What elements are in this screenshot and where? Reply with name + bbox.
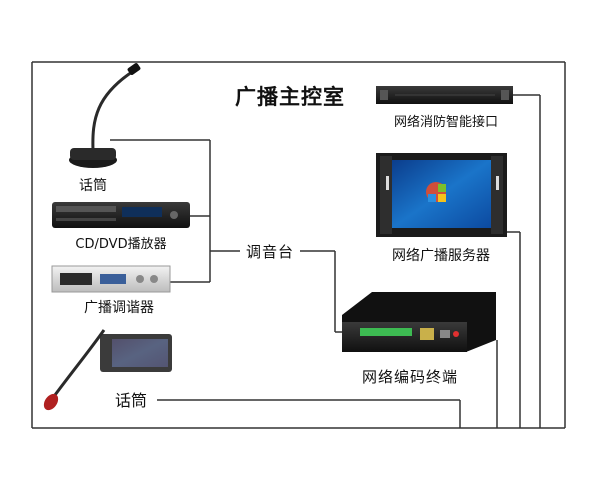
encoder-label: 网络编码终端: [362, 368, 458, 386]
handheld-microphone-with-screen-icon: [41, 330, 172, 413]
server-label: 网络广播服务器: [392, 248, 490, 264]
mic-top-label: 话筒: [79, 177, 107, 194]
dvd-player-label: CD/DVD播放器: [75, 237, 166, 252]
mixer-label: 调音台: [246, 243, 294, 261]
dvd-player-icon: [52, 202, 190, 228]
rack-monitor-server-icon: [376, 153, 507, 237]
fire-interface-label: 网络消防智能接口: [394, 114, 498, 130]
rack-tuner-icon: [52, 266, 170, 292]
network-encoder-box-icon: [342, 292, 496, 352]
tuner-label: 广播调谐器: [84, 300, 154, 316]
mic-bottom-label: 话筒: [115, 391, 147, 410]
rack-unit-icon: [376, 86, 513, 104]
page-title: 广播主控室: [235, 85, 345, 109]
gooseneck-microphone-icon: [69, 62, 141, 168]
